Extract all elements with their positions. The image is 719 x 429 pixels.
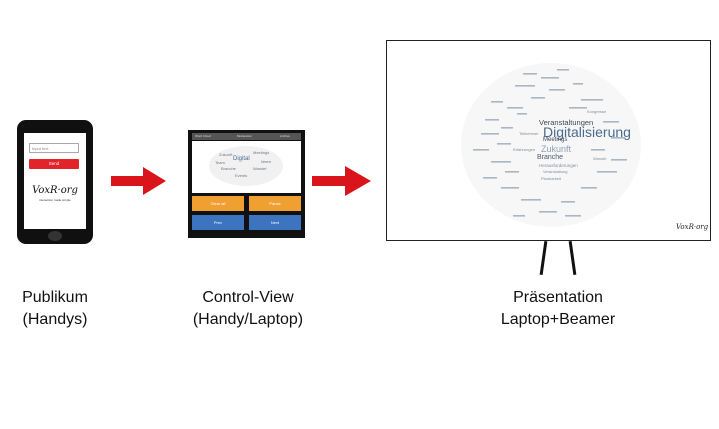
mini-word: Wandel xyxy=(253,166,267,171)
cloud-word-wandel: Wandel xyxy=(593,156,607,161)
cloud-word-meetings: Meetings xyxy=(543,137,568,143)
voxr-logo-subtitle: interaction made simple xyxy=(39,198,71,202)
mini-word: Zukunft xyxy=(219,152,233,157)
tab-word-cloud: Word Cloud xyxy=(195,134,211,138)
mini-word: Team xyxy=(215,160,225,165)
caption-praesentation: Präsentation Laptop+Beamer xyxy=(478,287,638,331)
mini-word: Meetings xyxy=(253,150,270,155)
mini-word: Events xyxy=(235,173,248,178)
control-orange-right-button: Pause xyxy=(249,196,301,211)
mini-word: Digital xyxy=(233,156,250,162)
caption-publikum-line1: Publikum xyxy=(22,289,88,306)
cloud-word-digitalisierung: Digitalisierung xyxy=(543,124,631,140)
phone-home-button xyxy=(48,231,62,241)
smartphone-illustration: Input text Send VoxR·org interaction mad… xyxy=(17,120,93,244)
cloud-word-erfahrungen: Erfahrungen xyxy=(513,147,536,152)
arrow-icon xyxy=(312,166,371,196)
phone-send-button: Send xyxy=(29,159,79,169)
arrow-icon xyxy=(111,167,166,195)
control-blue-left-button: Prev xyxy=(192,215,244,230)
mini-word: Branche xyxy=(221,166,236,171)
caption-publikum-line2: (Handys) xyxy=(22,311,88,328)
caption-praesentation-line2: Laptop+Beamer xyxy=(500,311,616,328)
cloud-word-herausforderungen: Herausforderungen xyxy=(539,163,578,168)
presentation-screen: Digitalisierung Veranstaltungen Zukunft … xyxy=(386,40,711,241)
phone-text-input: Input text xyxy=(29,143,79,153)
cloud-word-teilnehmer: Teilnehmer xyxy=(519,131,539,136)
caption-praesentation-line1: Präsentation xyxy=(513,289,603,306)
caption-control-view: Control-View (Handy/Laptop) xyxy=(168,287,328,331)
control-view-preview: Digital Zukunft Meetings Branche Wandel … xyxy=(192,141,301,193)
cloud-word-veranstaltungen: Veranstaltungen xyxy=(539,118,594,127)
screen-stand-left-leg xyxy=(539,240,548,276)
cloud-word-kongresse: Kongresse xyxy=(587,109,607,114)
caption-control-view-line1: Control-View xyxy=(202,289,294,306)
mini-word: Ideen xyxy=(261,159,272,164)
cloud-word-branche: Branche xyxy=(537,154,564,161)
word-cloud-filler xyxy=(473,69,627,217)
tab-archive: Archive xyxy=(280,134,291,138)
tab-moderation: Moderation xyxy=(237,134,253,138)
control-view-device: Word Cloud Moderation Archive Digital Zu… xyxy=(188,130,305,238)
cloud-word-planbarkeit: Planbarkeit xyxy=(541,176,562,181)
phone-screen: Input text Send VoxR·org interaction mad… xyxy=(24,133,86,229)
cloud-word-zukunft: Zukunft xyxy=(541,144,572,154)
control-view-tab-bar: Word Cloud Moderation Archive xyxy=(192,133,301,140)
caption-publikum: Publikum (Handys) xyxy=(0,287,110,331)
screen-stand-right-leg xyxy=(568,240,577,276)
voxr-logo-screen: VoxR·org xyxy=(676,223,709,231)
mini-word-cloud: Digital Zukunft Meetings Branche Wandel … xyxy=(209,146,283,186)
control-blue-right-button: Next xyxy=(249,215,301,230)
caption-control-view-line2: (Handy/Laptop) xyxy=(192,311,304,328)
voxr-logo-phone: VoxR·org xyxy=(32,185,78,196)
control-orange-left-button: Clear all xyxy=(192,196,244,211)
cloud-word-veranstaltung: Veranstaltung xyxy=(543,169,568,174)
